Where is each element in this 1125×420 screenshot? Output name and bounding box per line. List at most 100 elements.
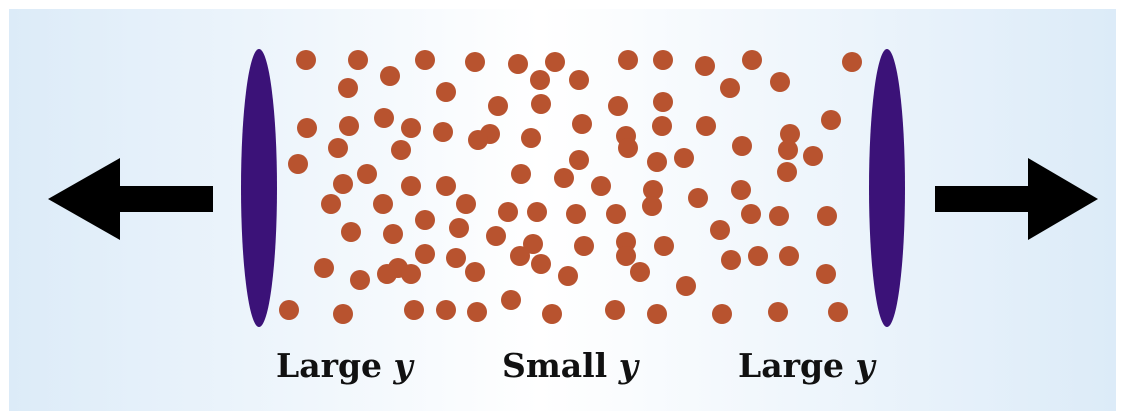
particle bbox=[333, 304, 353, 324]
particle bbox=[688, 188, 708, 208]
particle bbox=[415, 244, 435, 264]
particle bbox=[732, 136, 752, 156]
particle bbox=[531, 94, 551, 114]
particle bbox=[486, 226, 506, 246]
particle bbox=[647, 152, 667, 172]
particle bbox=[383, 224, 403, 244]
arrow-right-icon bbox=[935, 158, 1098, 240]
particle bbox=[498, 202, 518, 222]
particle bbox=[374, 108, 394, 128]
label-text: Large bbox=[276, 346, 394, 385]
particle bbox=[380, 66, 400, 86]
particle bbox=[339, 116, 359, 136]
label-large-y-left: Large y bbox=[276, 346, 413, 386]
particle bbox=[377, 264, 397, 284]
particle bbox=[404, 300, 424, 320]
label-variable: y bbox=[394, 346, 413, 385]
particle bbox=[606, 204, 626, 224]
particle bbox=[653, 92, 673, 112]
particle bbox=[630, 262, 650, 282]
particle bbox=[616, 246, 636, 266]
particle bbox=[821, 110, 841, 130]
label-text: Small bbox=[502, 346, 619, 385]
particle bbox=[357, 164, 377, 184]
particle bbox=[545, 52, 565, 72]
label-variable: y bbox=[856, 346, 875, 385]
particle bbox=[436, 300, 456, 320]
particle bbox=[501, 290, 521, 310]
particle-cloud bbox=[279, 50, 862, 324]
particle bbox=[817, 206, 837, 226]
particle bbox=[338, 78, 358, 98]
particle bbox=[769, 206, 789, 226]
particle bbox=[449, 218, 469, 238]
particle bbox=[674, 148, 694, 168]
particle bbox=[558, 266, 578, 286]
particle bbox=[468, 130, 488, 150]
particle bbox=[779, 246, 799, 266]
particle bbox=[731, 180, 751, 200]
particle bbox=[803, 146, 823, 166]
particle bbox=[748, 246, 768, 266]
particle bbox=[777, 162, 797, 182]
particle bbox=[508, 54, 528, 74]
particle bbox=[778, 140, 798, 160]
label-variable: y bbox=[619, 346, 638, 385]
particle bbox=[456, 194, 476, 214]
particle bbox=[768, 302, 788, 322]
particle bbox=[401, 176, 421, 196]
particle bbox=[618, 50, 638, 70]
particle bbox=[373, 194, 393, 214]
particle bbox=[341, 222, 361, 242]
particle bbox=[770, 72, 790, 92]
left-margin bbox=[0, 0, 9, 420]
particle bbox=[333, 174, 353, 194]
particle bbox=[695, 56, 715, 76]
particle bbox=[401, 264, 421, 284]
particle bbox=[297, 118, 317, 138]
particle bbox=[721, 250, 741, 270]
particle bbox=[531, 254, 551, 274]
particle bbox=[653, 50, 673, 70]
particle bbox=[741, 204, 761, 224]
particle bbox=[446, 248, 466, 268]
particle bbox=[720, 78, 740, 98]
label-text: Large bbox=[738, 346, 856, 385]
label-small-y-center: Small y bbox=[502, 346, 638, 386]
particle bbox=[676, 276, 696, 296]
particle bbox=[652, 116, 672, 136]
particle bbox=[527, 202, 547, 222]
particle bbox=[569, 70, 589, 90]
particle bbox=[566, 204, 586, 224]
particle bbox=[321, 194, 341, 214]
particle bbox=[279, 300, 299, 320]
particle bbox=[542, 304, 562, 324]
particle bbox=[465, 262, 485, 282]
particle bbox=[608, 96, 628, 116]
particle bbox=[436, 82, 456, 102]
particle bbox=[467, 302, 487, 322]
particle bbox=[828, 302, 848, 322]
particle bbox=[465, 52, 485, 72]
particle bbox=[647, 304, 667, 324]
particle bbox=[511, 164, 531, 184]
particle bbox=[350, 270, 370, 290]
particle bbox=[328, 138, 348, 158]
label-large-y-right: Large y bbox=[738, 346, 875, 386]
particle bbox=[696, 116, 716, 136]
particle bbox=[618, 138, 638, 158]
particle bbox=[712, 304, 732, 324]
particle bbox=[415, 210, 435, 230]
left-plate bbox=[241, 49, 277, 327]
particle bbox=[521, 128, 541, 148]
particle bbox=[401, 118, 421, 138]
particle bbox=[842, 52, 862, 72]
arrow-left-icon bbox=[48, 158, 213, 240]
particle bbox=[742, 50, 762, 70]
particle bbox=[642, 196, 662, 216]
right-plate bbox=[869, 49, 905, 327]
particle bbox=[569, 150, 589, 170]
particle bbox=[816, 264, 836, 284]
particle bbox=[415, 50, 435, 70]
